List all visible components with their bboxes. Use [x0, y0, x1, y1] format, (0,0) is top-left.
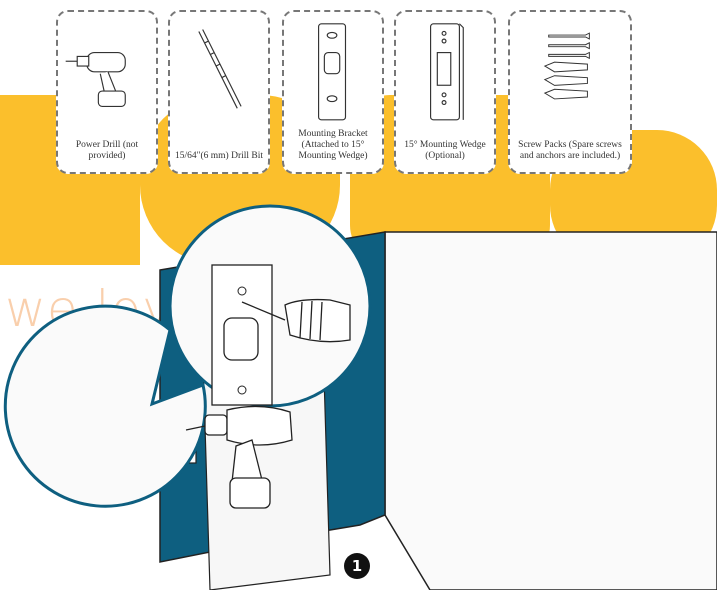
right-wall — [385, 232, 717, 590]
callout-bracket — [212, 265, 272, 405]
step-number-badge: 1 — [344, 553, 370, 579]
